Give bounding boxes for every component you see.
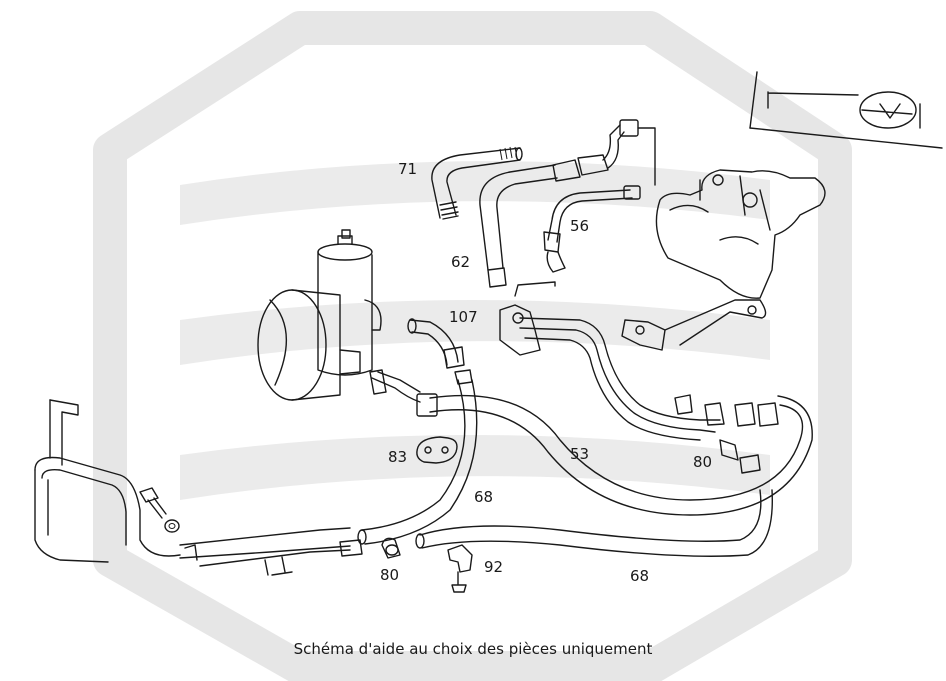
bolt-and-washer	[139, 487, 180, 533]
label-56: 56	[570, 217, 589, 235]
label-83: 83	[388, 448, 407, 466]
fitting-107	[407, 318, 465, 369]
fitting-92	[447, 544, 473, 593]
label-80-upper: 80	[693, 453, 712, 471]
metal-pipes	[499, 281, 779, 474]
label-68-upper: 68	[474, 488, 493, 506]
mounting-bracket	[34, 399, 363, 576]
hose-62	[479, 119, 656, 288]
label-80-lower: 80	[380, 566, 399, 584]
watermark-logo	[93, 11, 852, 681]
clamp-80-lower	[381, 537, 401, 559]
pressure-line-56	[543, 185, 641, 273]
label-53: 53	[570, 445, 589, 463]
return-hose-68-upper	[357, 369, 478, 545]
diagram-caption: Schéma d'aide au choix des pièces unique…	[293, 640, 653, 658]
label-71: 71	[398, 160, 417, 178]
label-68-lower: 68	[630, 567, 649, 585]
label-92: 92	[484, 558, 503, 576]
manufacturer-logo-fragment	[749, 71, 943, 149]
label-62: 62	[451, 253, 470, 271]
hose-53	[369, 369, 813, 516]
return-hose-68-lower	[415, 489, 773, 557]
pump-reservoir	[257, 229, 382, 401]
label-107: 107	[449, 308, 478, 326]
hose-71	[431, 146, 523, 220]
steering-gear-box	[621, 169, 826, 351]
spacer-83	[416, 436, 458, 464]
